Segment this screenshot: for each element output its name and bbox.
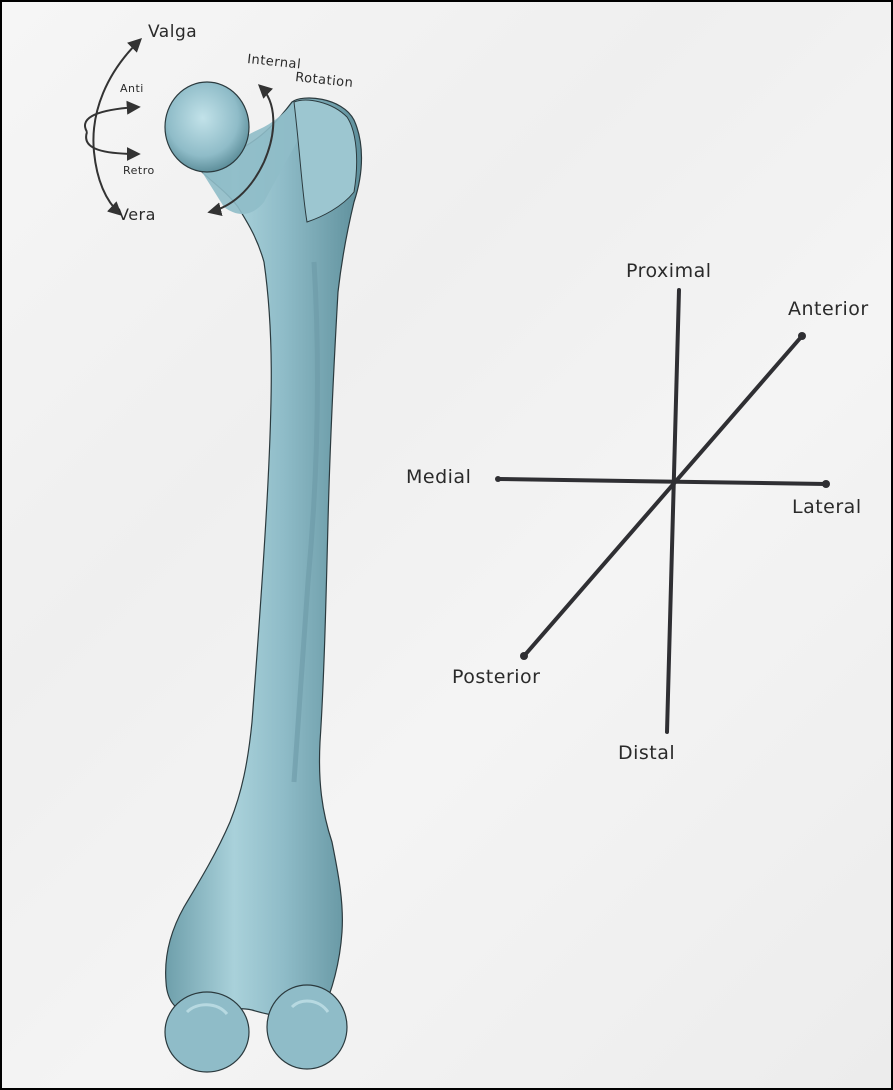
- label-valga: Valga: [148, 22, 197, 42]
- label-posterior: Posterior: [452, 666, 540, 688]
- proximal-distal-axis: [667, 290, 679, 732]
- anatomical-axes: [495, 290, 830, 732]
- lateral-endpoint: [822, 480, 830, 488]
- posterior-endpoint: [520, 652, 528, 660]
- label-distal: Distal: [618, 742, 675, 764]
- femur-head: [165, 82, 249, 172]
- label-proximal: Proximal: [626, 260, 712, 282]
- label-retro: Retro: [123, 164, 155, 177]
- valga-vera-arrow: [93, 40, 140, 214]
- medial-lateral-axis: [498, 479, 826, 484]
- lateral-condyle: [267, 985, 347, 1069]
- anterior-endpoint: [798, 332, 806, 340]
- label-lateral: Lateral: [792, 496, 862, 518]
- label-vera: Vera: [118, 205, 156, 224]
- anti-arrow: [85, 107, 138, 132]
- label-medial: Medial: [406, 466, 471, 488]
- label-anti: Anti: [120, 82, 144, 95]
- femur-shaft: [166, 98, 362, 1017]
- medial-endpoint: [495, 476, 501, 482]
- femur-bone: [165, 82, 362, 1072]
- label-anterior: Anterior: [788, 298, 869, 320]
- anterior-posterior-axis: [524, 336, 802, 656]
